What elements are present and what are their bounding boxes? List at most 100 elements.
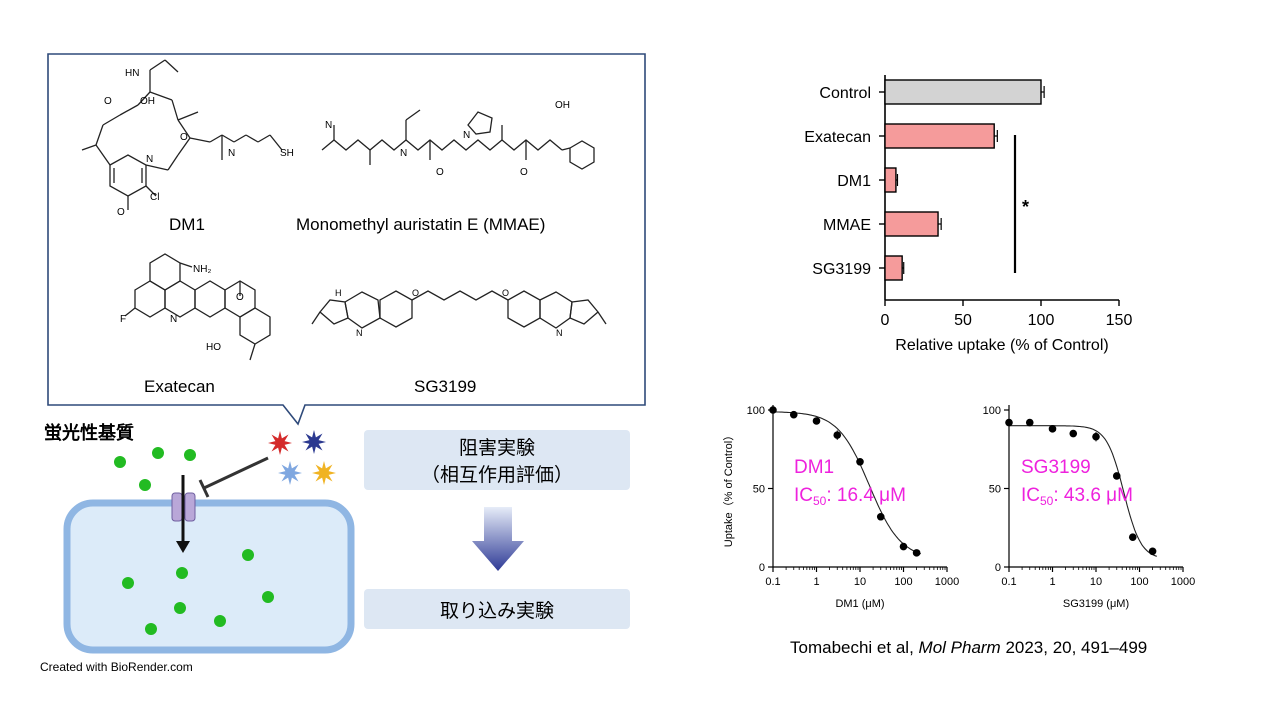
bar-category-label: Exatecan <box>804 129 871 146</box>
inhibitor-star <box>302 430 326 454</box>
svg-text:N: N <box>463 130 470 141</box>
ic50-subscript: 50 <box>813 494 827 508</box>
exatecan-structure <box>124 253 271 361</box>
data-point <box>1148 547 1157 556</box>
svg-text:N: N <box>325 120 332 131</box>
x-axis-title: DM1 (μM) <box>835 598 884 610</box>
svg-text:SH: SH <box>280 148 294 159</box>
x-tick-label: 0 <box>881 312 890 329</box>
svg-text:Cl: Cl <box>150 192 159 203</box>
data-point <box>812 417 821 425</box>
y-tick-label: 50 <box>989 484 1001 496</box>
x-tick-label: 0.1 <box>1001 576 1016 588</box>
bar <box>884 79 1042 105</box>
bar <box>884 123 995 149</box>
bar-category-label: SG3199 <box>812 261 871 278</box>
x-tick-label: 50 <box>954 312 972 329</box>
inhibition-experiment-title: 阻害実験 <box>458 437 535 459</box>
svg-text:O: O <box>436 167 444 178</box>
ic50-prefix: IC <box>1021 485 1040 506</box>
data-point <box>789 410 798 419</box>
x-tick-label: 1 <box>1049 576 1055 588</box>
data-point <box>856 458 864 466</box>
ic50-annotation: IC50: 43.6 μM <box>1021 485 1133 508</box>
data-point <box>769 406 777 414</box>
sg3199-structure <box>311 290 607 329</box>
svg-text:O: O <box>180 132 188 143</box>
bar-category-label: DM1 <box>837 173 871 190</box>
data-point <box>1048 425 1057 433</box>
dm1-structure <box>81 59 283 210</box>
substrate-molecule <box>139 479 151 491</box>
fit-curve <box>773 411 921 555</box>
inhibitor-star <box>312 461 336 485</box>
svg-text:N: N <box>170 314 177 325</box>
svg-text:N: N <box>400 148 407 159</box>
inhibitor-star <box>278 461 302 485</box>
svg-text:O: O <box>502 288 509 298</box>
ic50-value: : 43.6 μM <box>1053 485 1133 506</box>
substrate-molecule <box>114 456 126 468</box>
svg-text:N: N <box>146 154 153 165</box>
substrate-molecule <box>214 615 226 627</box>
x-tick-label: 10 <box>1090 576 1102 588</box>
mmae-structure <box>321 109 595 170</box>
svg-text:OH: OH <box>140 96 155 107</box>
data-point <box>912 549 921 557</box>
data-point <box>833 431 842 439</box>
compound-annotation: SG3199 <box>1021 457 1091 478</box>
citation-journal: Mol Pharm <box>918 638 1001 657</box>
svg-text:HO: HO <box>206 342 221 353</box>
x-axis-title: SG3199 (μM) <box>1063 598 1129 610</box>
data-point <box>1112 472 1121 480</box>
svg-text:O: O <box>104 96 112 107</box>
structures-callout: H N OH O O N Cl N SH O DM1 N N N O O OH M… <box>47 53 646 426</box>
bar <box>884 211 939 237</box>
svg-text:N: N <box>228 148 235 159</box>
dm1-label: DM1 <box>169 215 205 234</box>
cell-membrane <box>63 499 355 654</box>
data-point <box>899 542 908 551</box>
transporter-left <box>171 492 183 522</box>
x-tick-label: 0.1 <box>765 576 780 588</box>
x-tick-label: 150 <box>1106 312 1133 329</box>
uptake-experiment-box: 取り込み実験 <box>364 589 630 629</box>
svg-text:H: H <box>335 288 342 298</box>
transporter-right <box>184 492 196 522</box>
y-tick-label: 50 <box>753 484 765 496</box>
uptake-arrowhead <box>176 541 190 553</box>
sg3199-label: SG3199 <box>414 377 476 396</box>
ic50-annotation: IC50: 16.4 μM <box>794 485 906 508</box>
data-point <box>1069 429 1078 438</box>
ic50-subscript: 50 <box>1040 494 1054 508</box>
inhibition-bar <box>198 479 210 498</box>
svg-text:O: O <box>117 207 125 218</box>
biorender-credit: Created with BioRender.com <box>40 660 193 674</box>
x-tick-label: 1 <box>813 576 819 588</box>
substrate-molecule <box>145 623 157 635</box>
exatecan-label: Exatecan <box>144 377 215 396</box>
mmae-label: Monomethyl auristatin E (MMAE) <box>296 215 545 234</box>
inhibition-experiment-subtitle: （相互作用評価） <box>420 464 573 486</box>
bar <box>884 167 897 193</box>
svg-text:NH₂: NH₂ <box>193 264 211 275</box>
flow-down-arrow <box>472 507 524 571</box>
x-tick-label: 10 <box>854 576 866 588</box>
y-tick-label: 0 <box>995 562 1001 574</box>
substrate-molecule <box>262 591 274 603</box>
substrate-molecule <box>122 577 134 589</box>
substrate-molecule <box>184 449 196 461</box>
substrate-label: 蛍光性基質 <box>44 423 134 444</box>
bar-category-label: MMAE <box>823 217 871 234</box>
svg-text:N: N <box>556 328 563 338</box>
svg-text:O: O <box>236 292 244 303</box>
bar <box>884 255 903 281</box>
data-point <box>1128 533 1137 541</box>
svg-text:OH: OH <box>555 100 570 111</box>
inhibitor-star <box>268 431 292 455</box>
compound-annotation: DM1 <box>794 457 834 478</box>
significance-marker: * <box>1022 197 1029 217</box>
y-tick-label: 0 <box>759 562 765 574</box>
